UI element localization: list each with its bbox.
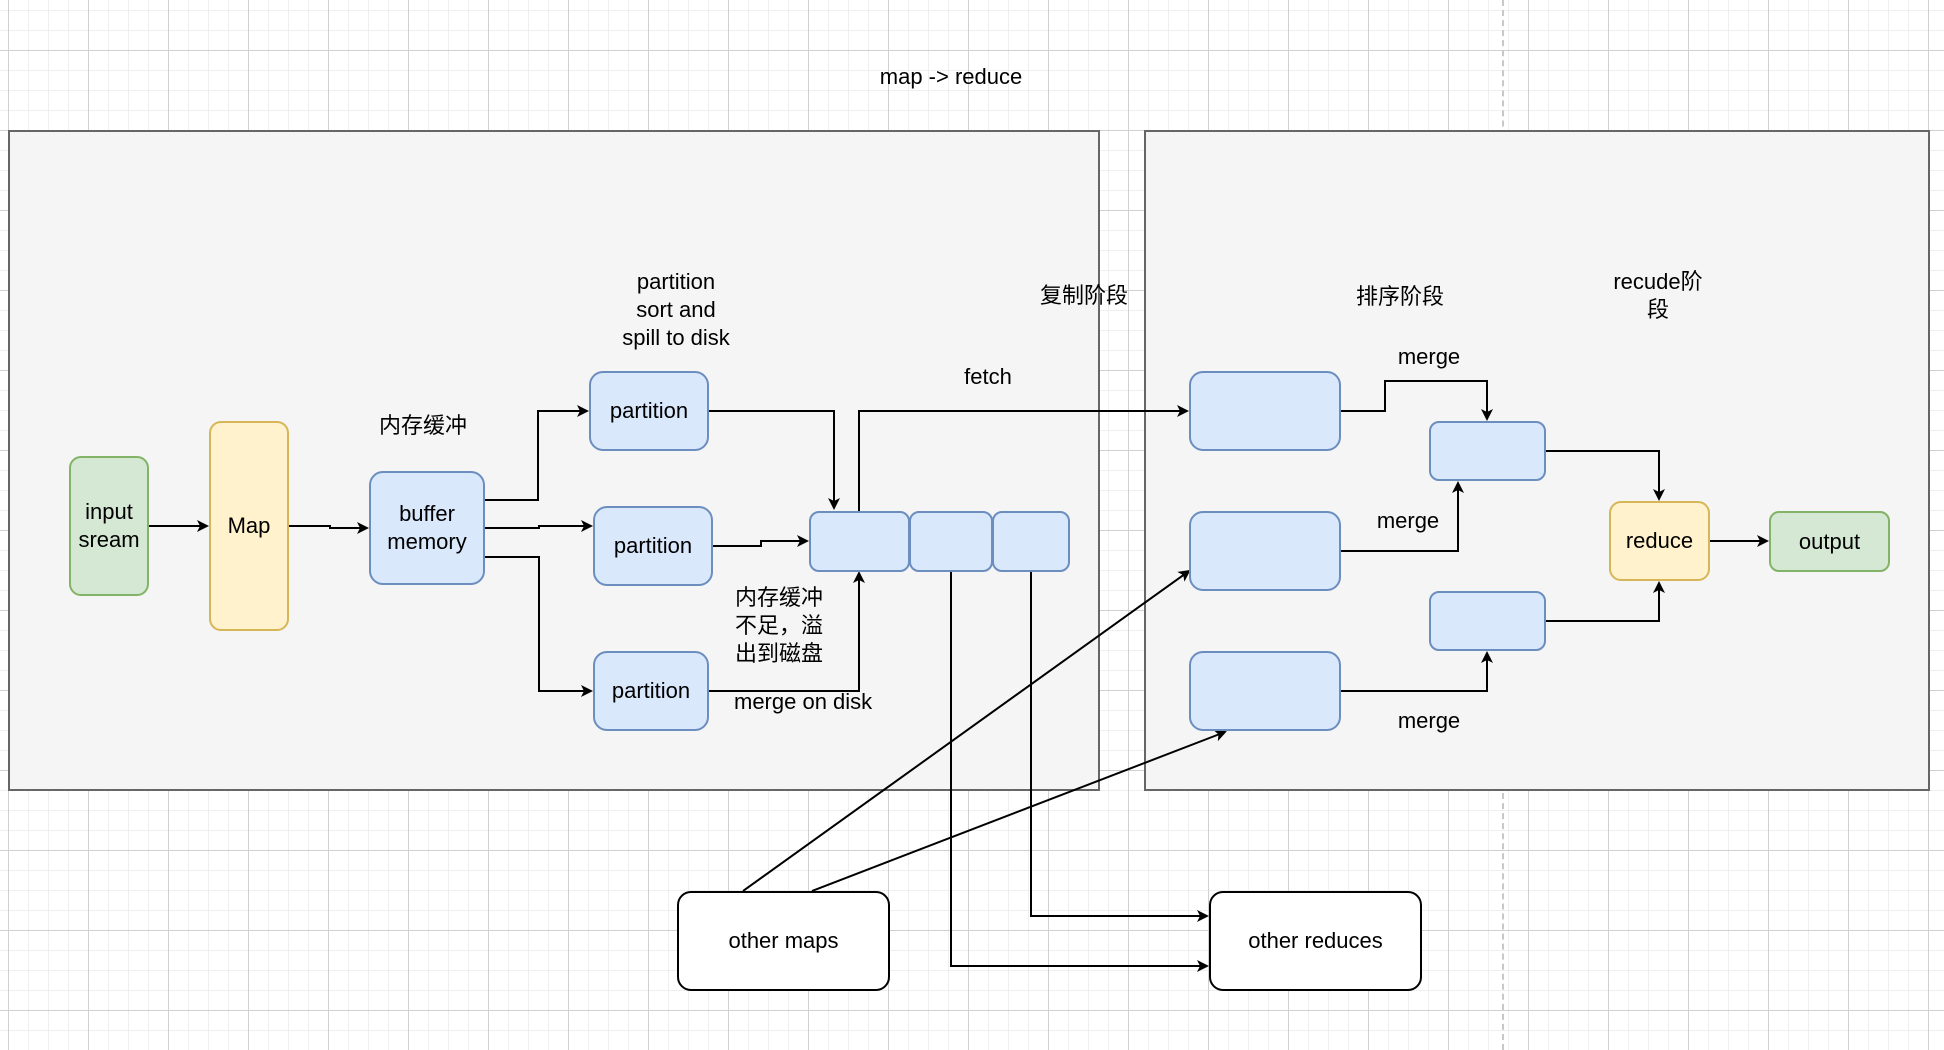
map-side-panel: [8, 130, 1100, 791]
copied-segment-2[interactable]: [1189, 511, 1341, 591]
buffer-label: 内存缓冲: [378, 413, 467, 438]
buffer-memory-node[interactable]: buffer memory: [369, 471, 485, 585]
fetch-label: fetch: [964, 364, 1012, 389]
map-node[interactable]: Map: [209, 421, 289, 631]
copied-segment-1[interactable]: [1189, 371, 1341, 451]
spill-label: partition sort and spill to disk: [622, 269, 730, 350]
copied-segment-3[interactable]: [1189, 651, 1341, 731]
merged-segment-2[interactable]: [909, 511, 993, 572]
sorted-segment-1[interactable]: [1429, 421, 1546, 481]
merge-on-disk-label: merge on disk: [734, 689, 873, 714]
overflow-note: 内存缓冲 不足，溢 出到磁盘: [735, 585, 824, 666]
reduce-phase-label: recude阶 段: [1613, 269, 1703, 322]
merge-label-bottom: merge: [1397, 708, 1461, 733]
sorted-segment-2[interactable]: [1429, 591, 1546, 651]
merge-label-middle: merge: [1376, 508, 1440, 533]
reduce-node[interactable]: reduce: [1609, 501, 1710, 581]
diagram-title: map -> reduce: [879, 64, 1023, 89]
partition-node-1[interactable]: partition: [589, 371, 709, 451]
merged-segment-1[interactable]: [809, 511, 910, 572]
copy-phase-label: 复制阶段: [1039, 283, 1128, 308]
partition-node-3[interactable]: partition: [593, 651, 709, 731]
merge-label-top: merge: [1397, 344, 1461, 369]
other-reduces-node[interactable]: other reduces: [1209, 891, 1422, 991]
partition-node-2[interactable]: partition: [593, 506, 713, 586]
output-node[interactable]: output: [1769, 511, 1890, 572]
input-stream-node[interactable]: input sream: [69, 456, 149, 596]
other-maps-node[interactable]: other maps: [677, 891, 890, 991]
sort-phase-label: 排序阶段: [1355, 284, 1444, 309]
merged-segment-3[interactable]: [992, 511, 1070, 572]
